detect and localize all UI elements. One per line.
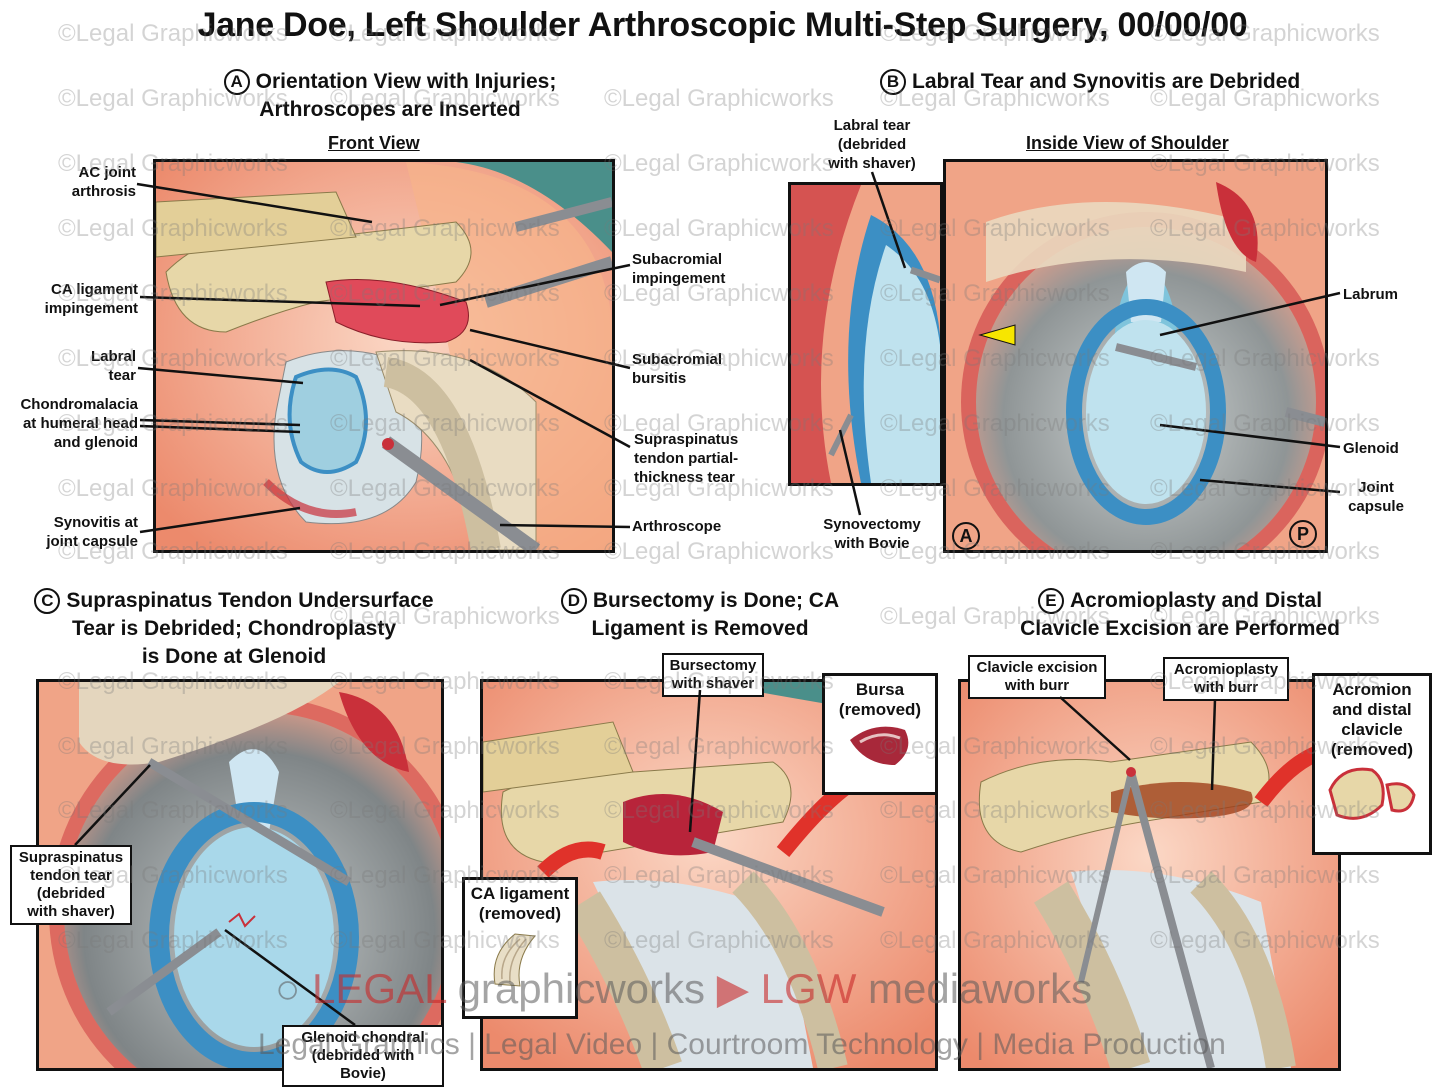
panel-e-illustration — [958, 679, 1341, 1071]
page-title: Jane Doe, Left Shoulder Arthroscopic Mul… — [197, 6, 1248, 44]
footer-logo-graphicworks: graphicworks — [457, 965, 706, 1012]
watermark: ©Legal Graphicworks — [604, 538, 834, 565]
acromioplasty-illustration — [961, 682, 1338, 1068]
panel-c-heading-line1: Supraspinatus Tendon Undersurface — [66, 589, 434, 612]
label-labral-tear-debrided: Labral tear (debrided with shaver) — [828, 117, 916, 172]
label-chondromalacia: Chondromalacia at humeral head and gleno… — [20, 396, 138, 451]
label-synovitis: Synovitis at joint capsule — [46, 514, 138, 550]
panel-a-heading-line2: Arthroscopes are Inserted — [259, 98, 521, 121]
label-glenoid: Glenoid — [1343, 440, 1399, 457]
bone-fragments-image — [1328, 767, 1416, 820]
bursa-tissue-image — [850, 726, 909, 765]
label-ca-ligament-impingement: CA ligament impingement — [44, 281, 138, 317]
panel-b-illustration — [943, 159, 1328, 553]
panel-b-heading: B Labral Tear and Synovitis are Debrided — [880, 68, 1370, 96]
panel-d-letter: D — [560, 588, 587, 614]
label-bursa-removed: Bursa (removed) — [838, 680, 922, 719]
label-clavicle-excision: Clavicle excision with burr — [968, 655, 1106, 699]
label-ca-ligament-removed: CA ligament (removed) — [470, 884, 570, 923]
label-supraspinatus-partial-tear: Supraspinatus tendon partial- thickness … — [634, 431, 739, 486]
play-icon: ▶ — [716, 965, 749, 1012]
panel-a-illustration — [153, 159, 615, 553]
shoulder-front-view-illustration — [156, 162, 612, 550]
label-labral-tear: Labral tear — [90, 348, 136, 384]
panel-a-letter: A — [223, 69, 250, 95]
footer-logo: ○ LEGAL graphicworks ▶ LGW mediaworks — [275, 964, 1092, 1013]
posterior-marker: P — [1289, 520, 1317, 548]
panel-b-subhead: Inside View of Shoulder — [1026, 133, 1229, 153]
panel-c-heading-line3: is Done at Glenoid — [141, 645, 327, 668]
panel-b-inset-labral — [788, 182, 943, 486]
labral-debridement-closeup — [791, 185, 940, 483]
panel-d-heading-line2: Ligament is Removed — [591, 617, 809, 640]
panel-a-subhead: Front View — [328, 133, 420, 153]
inset-ca-ligament-removed: CA ligament (removed) — [462, 877, 578, 1019]
label-acromioplasty: Acromioplasty with burr — [1163, 657, 1289, 701]
panel-a-heading-line1: Orientation View with Injuries; — [255, 70, 557, 93]
watermark: ©Legal Graphicworks — [604, 150, 834, 177]
legal-logo-icon: ○ — [275, 965, 301, 1012]
watermark: ©Legal Graphicworks — [604, 85, 834, 112]
inside-view-illustration — [946, 162, 1325, 550]
panel-e-heading-line2: Clavicle Excision are Performed — [1020, 617, 1340, 640]
label-labrum: Labrum — [1343, 286, 1399, 303]
ca-ligament-tissue-image — [493, 933, 537, 987]
panel-b-letter: B — [880, 69, 906, 95]
label-subacromial-bursitis: Subacromial bursitis — [632, 351, 723, 387]
footer-logo-lgw: LGW — [760, 965, 857, 1012]
footer-logo-mediaworks: mediaworks — [868, 965, 1093, 1012]
inset-bursa-removed: Bursa (removed) — [822, 673, 938, 795]
label-supraspinatus-tendon-tear: Supraspinatus tendon tear (debrided with… — [10, 845, 132, 925]
label-arthroscope: Arthroscope — [632, 518, 722, 535]
footer-logo-legal: LEGAL — [312, 965, 446, 1012]
footer-services: Legal Graphics | Legal Video | Courtroom… — [258, 1028, 1226, 1061]
panel-c-letter: C — [34, 588, 61, 614]
anterior-marker: A — [952, 522, 980, 550]
inset-acromion-removed: Acromion and distal clavicle (removed) — [1312, 673, 1432, 855]
panel-d-heading-line1: Bursectomy is Done; CA — [592, 589, 840, 612]
panel-b-heading-text: Labral Tear and Synovitis are Debrided — [912, 70, 1301, 93]
panel-c-heading-line2: Tear is Debrided; Chondroplasty — [72, 617, 396, 640]
label-synovectomy: Synovectomy with Bovie — [823, 516, 921, 552]
label-subacromial-impingement: Subacromial impingement — [632, 251, 726, 287]
label-ac-joint-arthrosis: AC joint arthrosis — [71, 164, 136, 200]
label-glenoid-chondral: Glenoid chondral (debrided with Bovie) — [282, 1025, 444, 1087]
panel-e-heading-line1: Acromioplasty and Distal — [1069, 589, 1323, 612]
label-joint-capsule: Joint capsule — [1348, 479, 1404, 515]
label-acromion-distal-clavicle: Acromion and distal clavicle (removed) — [1330, 680, 1414, 759]
label-bursectomy: Bursectomy with shaver — [662, 653, 764, 697]
panel-e-letter: E — [1037, 588, 1064, 614]
